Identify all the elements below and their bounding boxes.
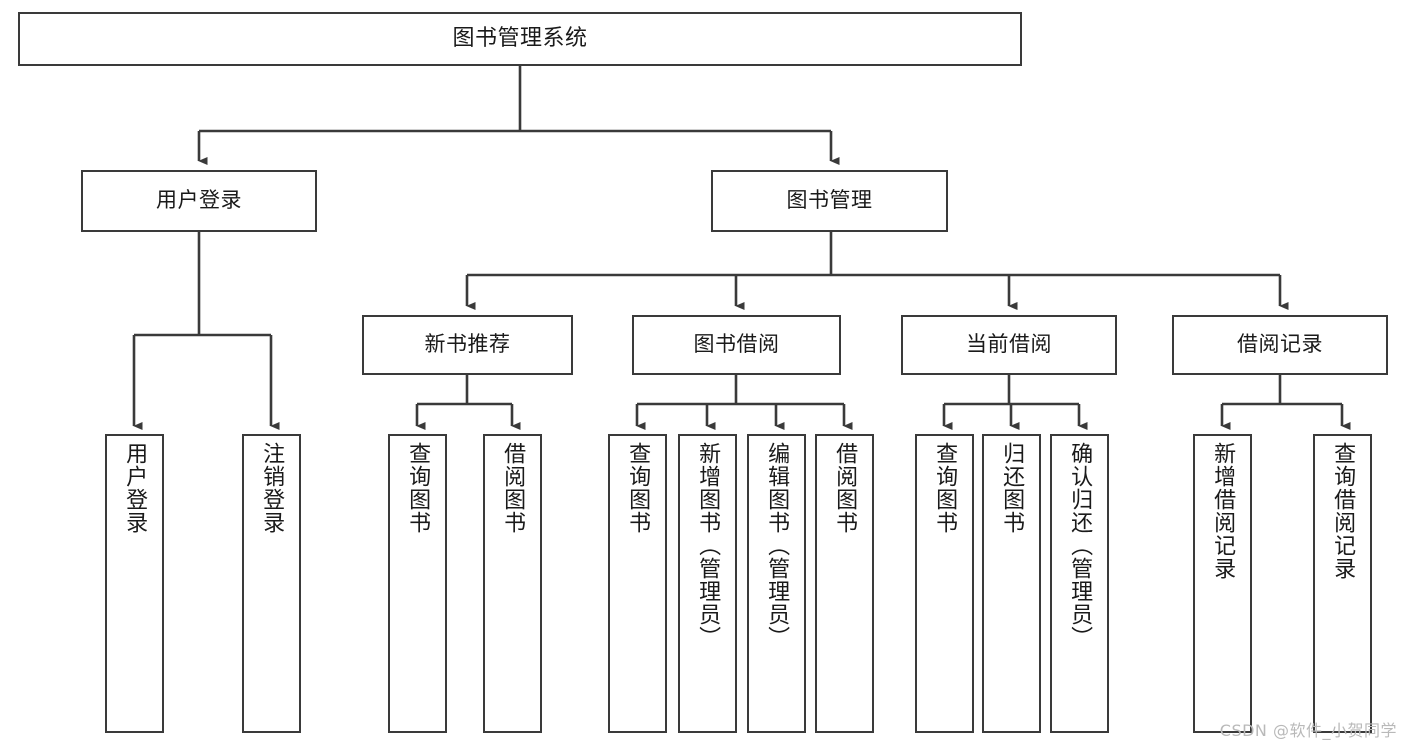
node-label: 查询图书 [932,442,958,534]
node-label: 查询借阅记录 [1330,442,1356,580]
node-leaf-borrow-record-query[interactable]: 查询借阅记录 [1313,434,1372,733]
node-label: 新书推荐 [424,332,511,357]
node-root-book-management-system[interactable]: 图书管理系统 [18,12,1022,66]
node-label: 借阅记录 [1237,332,1323,357]
node-leaf-new-book-borrow[interactable]: 借阅图书 [483,434,542,733]
node-leaf-current-borrow-confirm[interactable]: 确认归还（管理员） [1050,434,1109,733]
node-borrow-record[interactable]: 借阅记录 [1172,315,1388,375]
node-leaf-current-borrow-query[interactable]: 查询图书 [915,434,974,733]
node-label: 注销登录 [259,442,285,534]
node-leaf-borrow-record-add[interactable]: 新增借阅记录 [1193,434,1252,733]
node-label: 图书管理系统 [452,25,588,51]
node-new-book-recommend[interactable]: 新书推荐 [362,315,573,375]
node-leaf-user-login-signout[interactable]: 注销登录 [242,434,301,733]
node-label: 新增借阅记录 [1210,442,1236,580]
node-leaf-user-login-signin[interactable]: 用户登录 [105,434,164,733]
node-label: 归还图书 [999,442,1025,534]
node-leaf-book-borrow-add[interactable]: 新增图书（管理员） [678,434,737,733]
node-current-borrow[interactable]: 当前借阅 [901,315,1117,375]
node-label: 借阅图书 [832,442,858,534]
node-leaf-current-borrow-return[interactable]: 归还图书 [982,434,1041,733]
node-label: 编辑图书（管理员） [764,442,790,649]
node-leaf-book-borrow-query[interactable]: 查询图书 [608,434,667,733]
node-label: 用户登录 [156,188,242,213]
node-label: 查询图书 [625,442,651,534]
node-leaf-book-borrow-lend[interactable]: 借阅图书 [815,434,874,733]
node-user-login[interactable]: 用户登录 [81,170,317,232]
node-label: 查询图书 [405,442,431,534]
node-label: 借阅图书 [500,442,526,534]
node-label: 图书借阅 [693,332,780,357]
node-label: 用户登录 [122,442,148,534]
node-label: 当前借阅 [966,332,1052,357]
node-label: 确认归还（管理员） [1067,442,1093,649]
node-book-management[interactable]: 图书管理 [711,170,948,232]
node-leaf-new-book-query[interactable]: 查询图书 [388,434,447,733]
node-book-borrow[interactable]: 图书借阅 [632,315,841,375]
node-label: 图书管理 [786,188,873,213]
node-label: 新增图书（管理员） [695,442,721,649]
node-leaf-book-borrow-edit[interactable]: 编辑图书（管理员） [747,434,806,733]
